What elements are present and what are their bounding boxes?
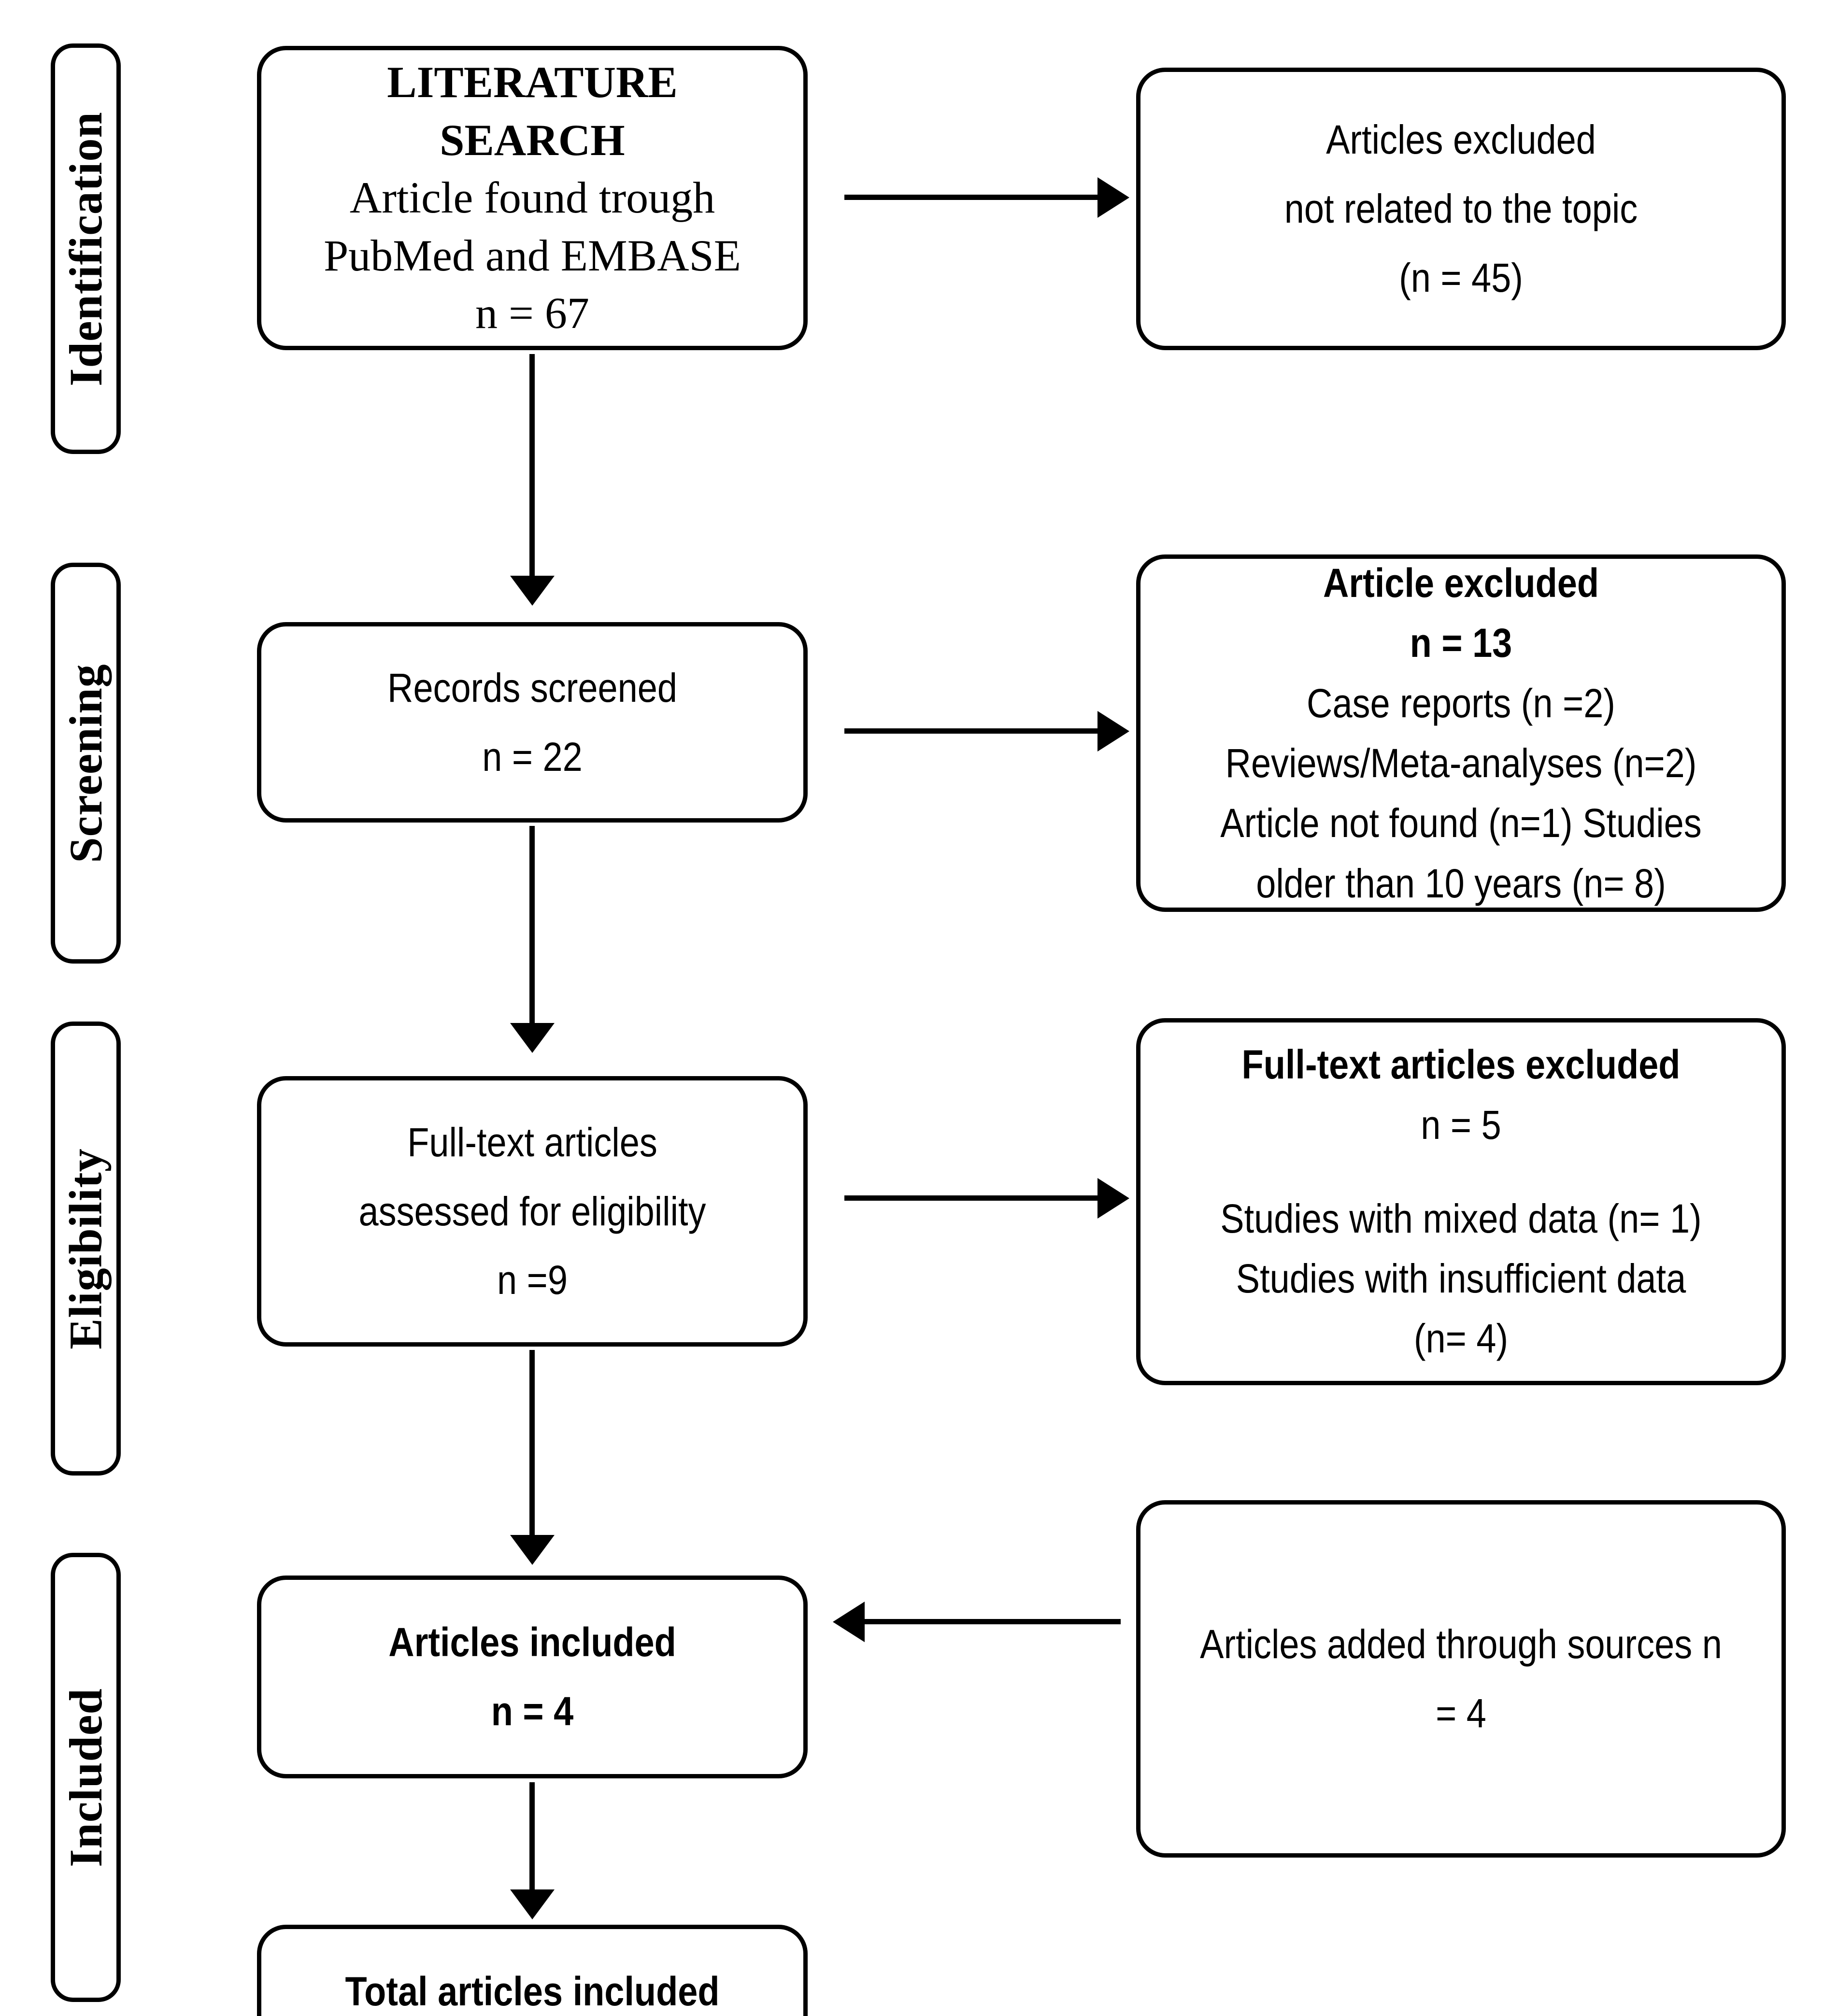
node-line: SEARCH <box>440 115 625 165</box>
node-line: Articles included <box>388 1619 676 1665</box>
arrowhead-down-icon <box>510 1889 555 1919</box>
articles-included-box: Articles included n = 4 <box>257 1576 808 1778</box>
stage-pill-identification: Identification <box>51 43 121 454</box>
node-line: n =9 <box>497 1257 568 1303</box>
arrowhead-left-icon <box>833 1602 865 1642</box>
node-line: Full-text articles <box>407 1119 657 1165</box>
stage-pill-screening: Screening <box>51 563 121 964</box>
arrowhead-right-icon <box>1097 177 1129 218</box>
connector-sources-to-included <box>865 1619 1121 1624</box>
connector-fulltext-to-excluded <box>844 1195 1100 1201</box>
node-line: Article not found (n=1) Studies <box>1220 800 1702 846</box>
node-line: n = 22 <box>482 734 583 780</box>
stage-label-identification: Identification <box>60 111 112 386</box>
node-line: n = 67 <box>475 288 589 338</box>
node-line: (n= 4) <box>1413 1316 1509 1362</box>
stage-label-included: Included <box>60 1688 112 1867</box>
stage-pill-included: Included <box>51 1553 121 2002</box>
node-line: Studies with mixed data (n= 1) <box>1220 1195 1702 1241</box>
node-line: Studies with insufficient data <box>1236 1256 1686 1302</box>
node-line: = 4 <box>1436 1690 1486 1736</box>
node-line: Case reports (n =2) <box>1307 680 1615 726</box>
node-line: PubMed and EMBASE <box>324 230 741 280</box>
node-line: Article excluded <box>1323 560 1599 606</box>
node-line: n = 4 <box>491 1689 574 1734</box>
node-line: Article found trough <box>349 173 715 223</box>
node-line: n = 5 <box>1421 1102 1501 1148</box>
total-articles-included-box: Total articles included n = 8 <box>257 1925 808 2016</box>
stage-label-screening: Screening <box>60 663 112 863</box>
node-line: LITERATURE <box>387 57 678 107</box>
connector-records-to-excluded <box>844 728 1100 734</box>
connector-literature-to-records <box>529 354 535 581</box>
arrowhead-right-icon <box>1097 1178 1129 1219</box>
articles-added-sources-box: Articles added through sources n = 4 <box>1136 1500 1786 1858</box>
node-line: not related to the topic <box>1284 186 1638 232</box>
node-line: (n = 45) <box>1399 255 1523 300</box>
node-line: Records screened <box>387 665 677 710</box>
articles-excluded-topic-box: Articles excluded not related to the top… <box>1136 68 1786 350</box>
literature-search-box: LITERATURE SEARCH Article found trough P… <box>257 46 808 350</box>
arrowhead-down-icon <box>510 576 555 606</box>
article-excluded-box: Article excluded n = 13 Case reports (n … <box>1136 554 1786 912</box>
node-line: Full-text articles excluded <box>1241 1042 1681 1088</box>
arrowhead-down-icon <box>510 1535 555 1565</box>
node-line: n = 13 <box>1410 620 1512 666</box>
arrowhead-right-icon <box>1097 711 1129 752</box>
connector-records-to-fulltext <box>529 826 535 1029</box>
node-line: Articles excluded <box>1326 117 1596 163</box>
node-line: Reviews/Meta-analyses (n=2) <box>1225 740 1697 786</box>
stage-label-eligibility: Eligibility <box>60 1148 112 1349</box>
connector-literature-to-excluded <box>844 195 1100 200</box>
node-line: older than 10 years (n= 8) <box>1256 860 1666 906</box>
connector-fulltext-to-included <box>529 1350 535 1541</box>
node-line: Articles added through sources n <box>1200 1621 1722 1667</box>
node-line-spacer <box>1190 1155 1732 1189</box>
full-text-assessed-box: Full-text articles assessed for eligibil… <box>257 1076 808 1347</box>
connector-included-to-total <box>529 1782 535 1896</box>
full-text-excluded-box: Full-text articles excluded n = 5 Studie… <box>1136 1018 1786 1385</box>
stage-pill-eligibility: Eligibility <box>51 1022 121 1476</box>
node-line: Total articles included <box>345 1969 720 2015</box>
records-screened-box: Records screened n = 22 <box>257 622 808 823</box>
arrowhead-down-icon <box>510 1023 555 1053</box>
node-line: assessed for eligibility <box>358 1188 706 1234</box>
